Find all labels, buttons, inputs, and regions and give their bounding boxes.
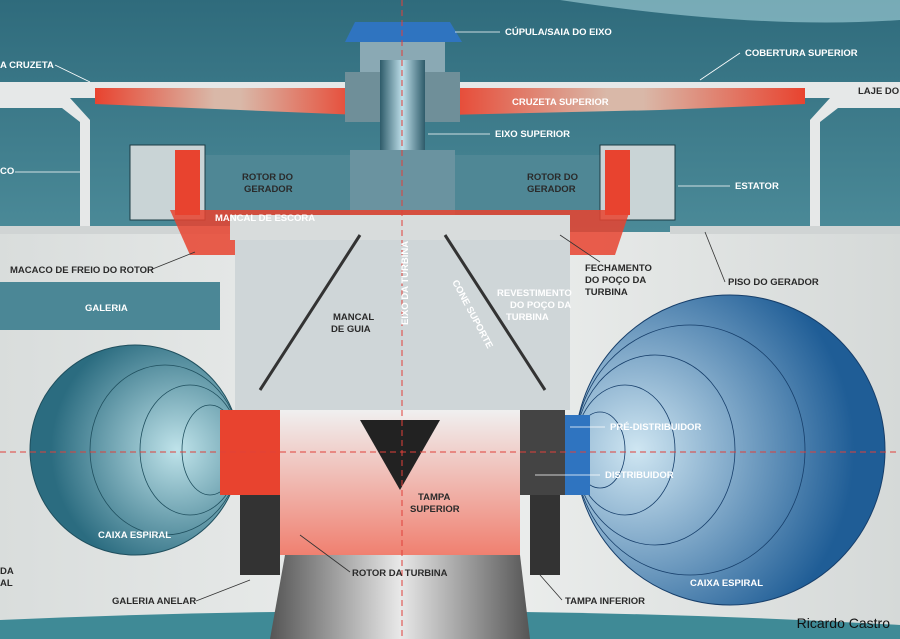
- labels: CÚPULA/SAIA DO EIXO COBERTURA SUPERIOR A…: [0, 26, 899, 607]
- upper-bracket-right: [445, 88, 805, 115]
- left-wall: [0, 98, 90, 230]
- label-tampa-inferior: TAMPA INFERIOR: [565, 596, 645, 607]
- gallery: [0, 282, 220, 330]
- label-mancal-guia-1: MANCAL: [333, 312, 374, 323]
- label-pre-distribuidor: PRÉ-DISTRIBUIDOR: [610, 422, 701, 433]
- label-cobertura: COBERTURA SUPERIOR: [745, 48, 858, 59]
- generator-floor-left: [0, 226, 230, 234]
- label-piso: PISO DO GERADOR: [728, 277, 819, 288]
- label-rotor-gerador-2a: ROTOR DO: [527, 172, 578, 183]
- spiral-case-right: [574, 294, 886, 606]
- label-cruzeta-superior: CRUZETA SUPERIOR: [512, 97, 609, 108]
- label-revestimento-2: DO POÇO DA: [510, 300, 571, 311]
- generator-rotor-left: [200, 155, 360, 210]
- label-rotor-turbina: ROTOR DA TURBINA: [352, 568, 448, 579]
- label-left-cut-1: DA: [0, 566, 14, 577]
- label-revestimento-1: REVESTIMENTO: [497, 288, 572, 299]
- label-mancal-guia-2: DE GUIA: [331, 324, 371, 335]
- label-fechamento-3: TURBINA: [585, 287, 628, 298]
- label-tampa-superior-2: SUPERIOR: [410, 504, 460, 515]
- generator-floor-right: [670, 226, 900, 234]
- stator-core-left: [175, 150, 200, 215]
- label-mancal-escora: MANCAL DE ESCORA: [215, 213, 315, 224]
- annular-gallery: [240, 495, 280, 575]
- label-rotor-gerador-2b: GERADOR: [527, 184, 576, 195]
- label-distribuidor: DISTRIBUIDOR: [605, 470, 674, 481]
- label-caixa-espiral-left: CAIXA ESPIRAL: [98, 530, 171, 541]
- label-eixo-turbina: EIXO DA TURBINA: [400, 241, 411, 325]
- generator-rotor-right: [445, 155, 605, 210]
- label-caixa-espiral-right: CAIXA ESPIRAL: [690, 578, 763, 589]
- label-eixo-superior: EIXO SUPERIOR: [495, 129, 570, 140]
- spiral-case-left: [29, 344, 241, 556]
- label-left-co: CO: [0, 166, 14, 177]
- label-fechamento-2: DO POÇO DA: [585, 275, 646, 286]
- label-galeria-anelar: GALERIA ANELAR: [112, 596, 196, 607]
- upper-bracket-left: [95, 88, 360, 115]
- author-credit: Ricardo Castro: [796, 615, 890, 631]
- thrust-bearing: [230, 215, 570, 240]
- label-cupula: CÚPULA/SAIA DO EIXO: [505, 26, 612, 38]
- right-wall: [810, 98, 900, 230]
- label-left-cut-2: AL: [0, 578, 13, 589]
- label-rotor-gerador-1a: ROTOR DO: [242, 172, 293, 183]
- label-galeria: GALERIA: [85, 303, 128, 314]
- label-revestimento-3: TURBINA: [506, 312, 549, 323]
- label-fechamento-1: FECHAMENTO: [585, 263, 652, 274]
- support-cone: [258, 234, 547, 391]
- label-cruzeta-left: A CRUZETA: [0, 60, 54, 71]
- runner-cone: [360, 420, 440, 490]
- bottom-ring: [530, 495, 560, 575]
- label-estator: ESTATOR: [735, 181, 779, 192]
- shaft-dome: [345, 22, 462, 42]
- sky-band: [560, 0, 900, 23]
- stator-core-right: [605, 150, 630, 215]
- label-laje: LAJE DO: [858, 86, 899, 97]
- label-tampa-superior-1: TAMPA: [418, 492, 451, 503]
- label-rotor-gerador-1b: GERADOR: [244, 184, 293, 195]
- label-macaco: MACACO DE FREIO DO ROTOR: [10, 265, 154, 276]
- draft-tube: [270, 555, 530, 639]
